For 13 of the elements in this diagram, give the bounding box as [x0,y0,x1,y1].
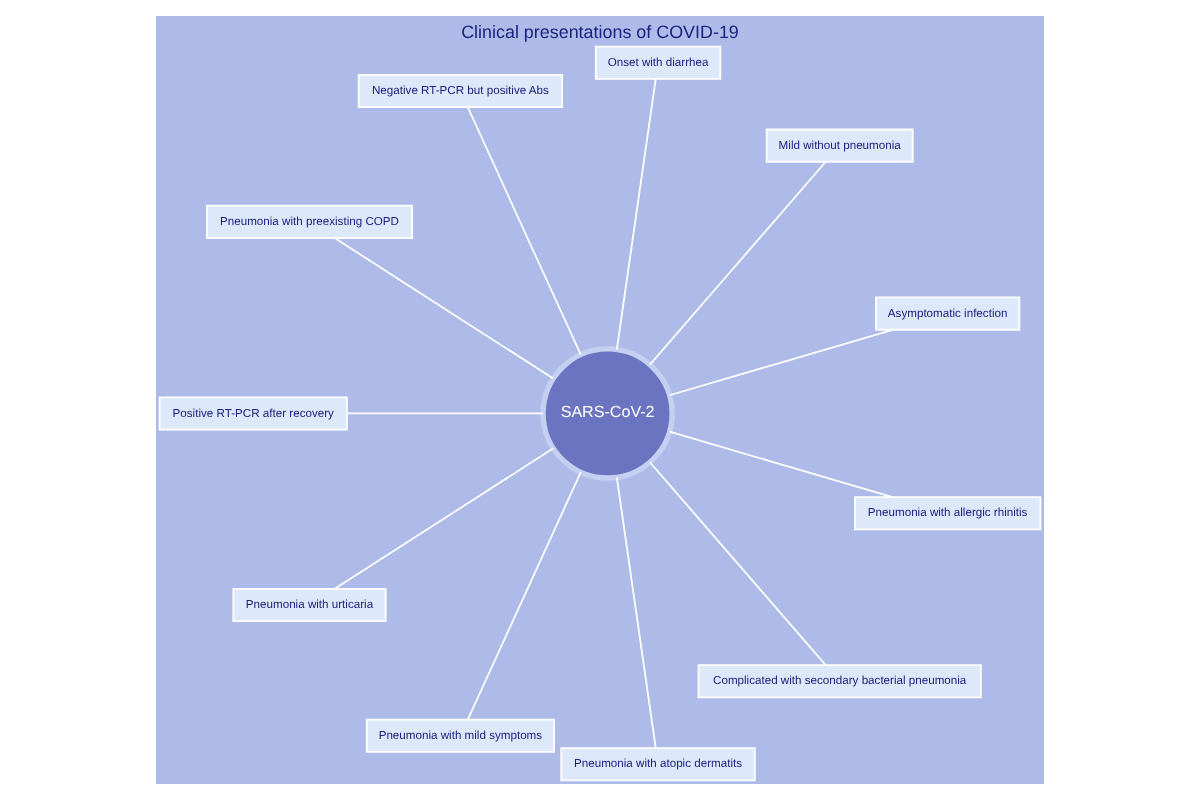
connector [668,430,894,498]
connector [333,447,555,590]
diagram-title: Clinical presentations of COVID-19 [461,21,739,42]
connector [346,412,544,415]
connector [467,106,582,356]
connector [649,161,827,366]
node-circle: SARS-CoV-2 [540,346,675,481]
connector [333,237,555,380]
connector [615,476,657,749]
connector [615,78,657,351]
connector [467,471,582,721]
connector [649,461,827,666]
connector [668,328,894,397]
